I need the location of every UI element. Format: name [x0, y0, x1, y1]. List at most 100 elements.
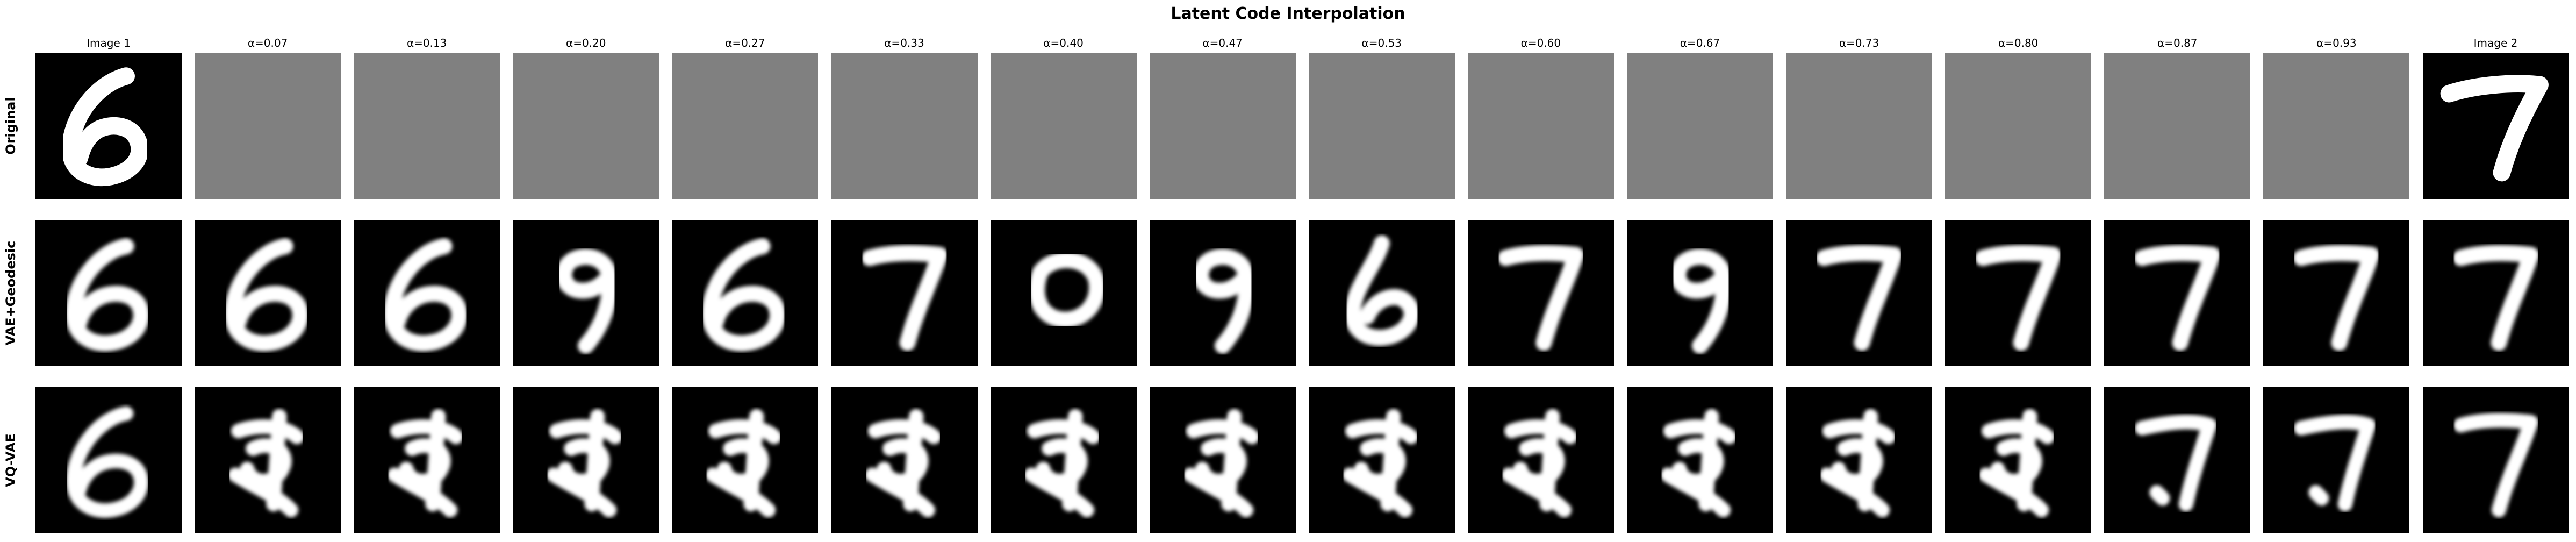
digit-image-panel — [1627, 220, 1773, 366]
digit-image-panel — [1627, 387, 1773, 533]
digit-image-panel — [1786, 387, 1933, 533]
digit-image-panel — [2422, 387, 2569, 533]
digit-glyph — [1183, 409, 1259, 518]
digit-glyph — [1660, 409, 1737, 518]
digit-glyph — [61, 67, 148, 186]
digit-image-panel — [2422, 220, 2569, 366]
digit-glyph — [2453, 413, 2538, 518]
digit-image-panel — [831, 387, 978, 533]
digit-glyph — [1024, 409, 1100, 518]
digit-image-panel — [513, 387, 659, 533]
column-title: α=0.93 — [2316, 37, 2357, 49]
figure-title: Latent Code Interpolation — [1171, 4, 1405, 23]
digit-glyph — [2440, 75, 2549, 182]
column-title: α=0.07 — [247, 37, 288, 49]
column-title: α=0.67 — [1680, 37, 1720, 49]
digit-image-panel — [195, 387, 341, 533]
digit-glyph — [546, 409, 623, 518]
digit-image-panel — [2263, 220, 2410, 366]
digit-glyph — [1819, 409, 1896, 518]
blank-image-panel — [1308, 53, 1455, 199]
row-label: Original — [3, 97, 18, 155]
blank-image-panel — [354, 53, 500, 199]
digit-image-panel — [2263, 387, 2410, 533]
blank-image-panel — [195, 53, 341, 199]
digit-glyph — [702, 238, 786, 352]
column-title: α=0.87 — [2157, 37, 2198, 49]
blank-image-panel — [1786, 53, 1933, 199]
digit-image-panel — [513, 220, 659, 366]
row-label: VAE+Geodesic — [3, 240, 18, 346]
digit-glyph — [1342, 409, 1418, 518]
digit-image-panel — [2422, 53, 2569, 199]
column-title: Image 2 — [2473, 37, 2518, 49]
column-title: α=0.13 — [406, 37, 447, 49]
digit-image-panel — [354, 387, 500, 533]
column-title: α=0.73 — [1839, 37, 1879, 49]
column-title: α=0.20 — [566, 37, 606, 49]
digit-glyph — [2452, 245, 2539, 351]
blank-image-panel — [1945, 53, 2092, 199]
blank-image-panel — [1467, 53, 1614, 199]
digit-glyph — [1344, 235, 1420, 346]
digit-glyph — [1501, 409, 1577, 518]
digit-glyph — [861, 245, 948, 351]
digit-image-panel — [35, 387, 182, 533]
digit-image-panel — [2104, 387, 2251, 533]
digit-image-panel — [35, 220, 182, 366]
column-title: Image 1 — [87, 37, 131, 49]
digit-glyph — [2135, 415, 2217, 512]
digit-image-panel — [1149, 387, 1296, 533]
digit-glyph — [224, 238, 308, 352]
digit-glyph — [1670, 248, 1732, 354]
digit-image-panel — [1149, 220, 1296, 366]
blank-image-panel — [672, 53, 819, 199]
digit-glyph — [1816, 245, 1903, 351]
digit-image-panel — [1467, 220, 1614, 366]
digit-glyph — [1975, 245, 2062, 351]
digit-glyph — [705, 409, 782, 518]
digit-glyph — [66, 406, 149, 518]
digit-glyph — [1028, 252, 1105, 328]
column-title: α=0.27 — [725, 37, 765, 49]
digit-image-panel — [35, 53, 182, 199]
digit-glyph — [387, 409, 464, 518]
column-title: α=0.53 — [1361, 37, 1402, 49]
digit-image-panel — [354, 220, 500, 366]
digit-glyph — [65, 238, 149, 352]
digit-glyph — [228, 409, 305, 518]
digit-image-panel — [1945, 220, 2092, 366]
digit-image-panel — [1467, 387, 1614, 533]
column-title: α=0.33 — [884, 37, 924, 49]
digit-image-panel — [672, 387, 819, 533]
digit-glyph — [1193, 248, 1255, 354]
digit-image-panel — [195, 220, 341, 366]
column-title: α=0.40 — [1043, 37, 1084, 49]
digit-glyph — [383, 238, 468, 352]
blank-image-panel — [2263, 53, 2410, 199]
blank-image-panel — [2104, 53, 2251, 199]
blank-image-panel — [1149, 53, 1296, 199]
digit-image-panel — [672, 220, 819, 366]
digit-glyph — [1497, 245, 1584, 351]
digit-image-panel — [1308, 220, 1455, 366]
digit-image-panel — [2104, 220, 2251, 366]
digit-glyph — [1978, 409, 2055, 518]
digit-glyph — [556, 248, 618, 354]
blank-image-panel — [831, 53, 978, 199]
digit-image-panel — [831, 220, 978, 366]
digit-image-panel — [990, 220, 1137, 366]
digit-image-panel — [1308, 387, 1455, 533]
blank-image-panel — [513, 53, 659, 199]
digit-image-panel — [1786, 220, 1933, 366]
digit-image-panel — [990, 387, 1137, 533]
blank-image-panel — [1627, 53, 1773, 199]
digit-image-panel — [1945, 387, 2092, 533]
column-title: α=0.47 — [1202, 37, 1243, 49]
row-label: VQ-VAE — [3, 433, 18, 487]
column-title: α=0.80 — [1998, 37, 2039, 49]
blank-image-panel — [990, 53, 1137, 199]
column-title: α=0.60 — [1520, 37, 1561, 49]
digit-glyph — [2134, 245, 2221, 351]
digit-glyph — [2294, 415, 2376, 512]
